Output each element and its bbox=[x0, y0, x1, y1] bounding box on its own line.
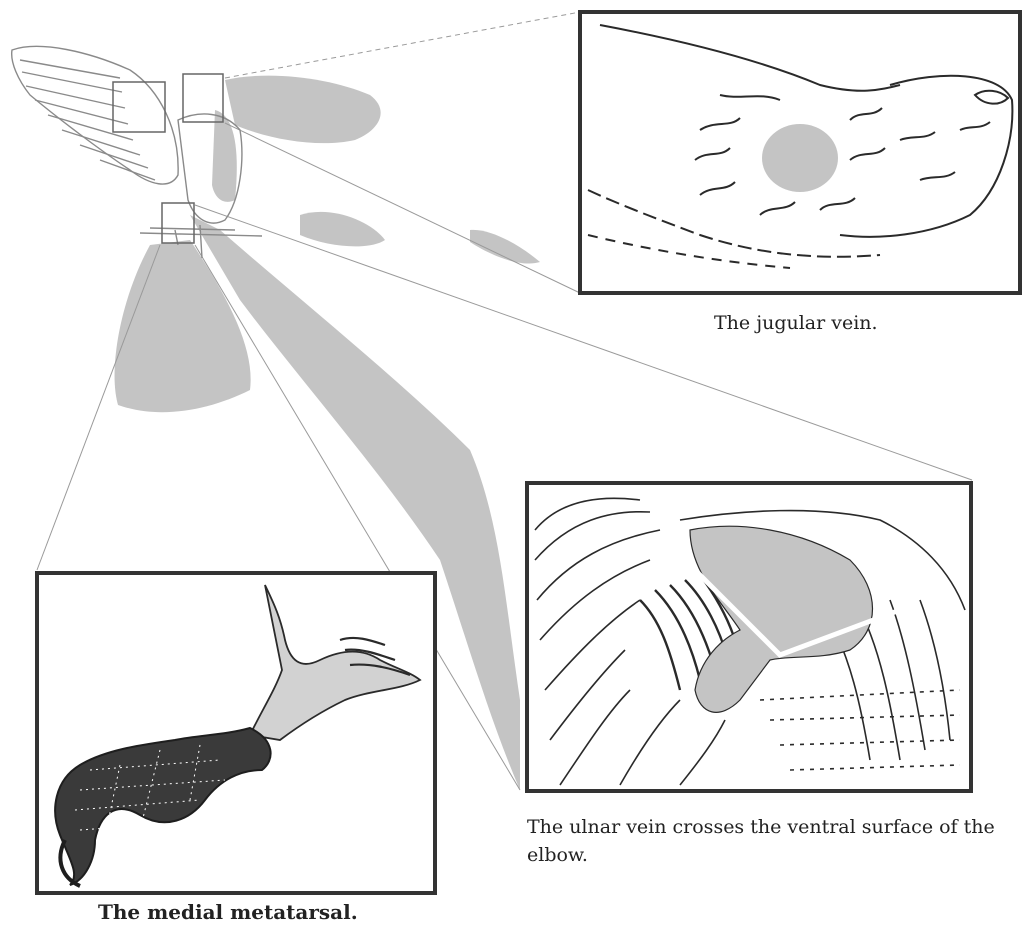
jugular-beam-tail bbox=[470, 230, 540, 264]
jugular-beam-lower bbox=[300, 212, 385, 247]
guide-line-jugular-bottom bbox=[225, 123, 580, 293]
caption-ulnar-vein: The ulnar vein crosses the ventral surfa… bbox=[527, 813, 997, 869]
wing-feathers bbox=[20, 60, 155, 180]
guide-line-jugular-top bbox=[225, 12, 580, 78]
inset-ulnar bbox=[527, 483, 971, 791]
inset-jugular bbox=[580, 12, 1020, 293]
marker-medial bbox=[162, 203, 194, 243]
jugular-beam bbox=[225, 76, 381, 144]
jugular-vein-patch bbox=[762, 124, 838, 192]
inset-medial bbox=[37, 573, 435, 893]
caption-jugular-vein: The jugular vein. bbox=[714, 309, 878, 337]
caption-medial-metatarsal: The medial metatarsal. bbox=[98, 898, 358, 926]
